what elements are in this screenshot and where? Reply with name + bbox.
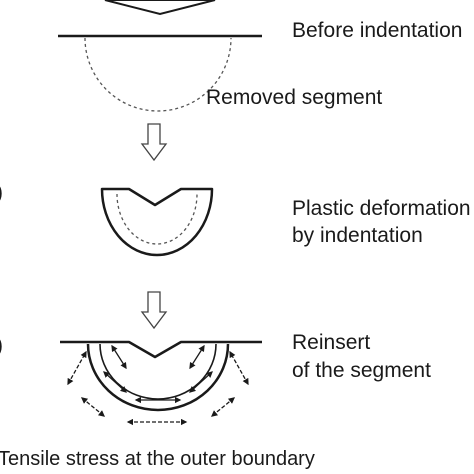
stress-arrow-outer-lower-left [80,397,106,417]
stress-arrow-inner-mid-left [103,371,127,393]
step2-label-line1: Plastic deformation [292,197,471,220]
step2-group: ) Plastic deformation by indentation [0,181,471,257]
step1-group: Before indentation Removed segment [58,0,462,112]
indenter-tip [104,0,216,16]
stress-arrow-inner-right [189,344,205,370]
down-arrow-1 [140,123,168,162]
stress-arrow-outer-lower-right [210,397,236,417]
step3-label-line1: Reinsert [292,331,370,354]
step3-group: ) Reinsert of the segment [0,331,431,426]
removed-segment-label: Removed segment [206,86,382,109]
deformed-segment [100,187,214,257]
reinsert-surface [60,340,262,359]
stress-arrow-inner-mid-right [189,371,213,393]
panel-mark-b: ) [0,181,3,204]
stress-arrow-outer-left [67,350,87,386]
removed-segment-outline [84,37,232,112]
step3-label-line2: of the segment [292,359,431,382]
reinsert-inner-boundary [99,343,217,400]
stress-arrow-outer-right [229,350,249,386]
figure-caption: Tensile stress at the outer boundary [0,448,315,470]
step1-label: Before indentation [292,19,462,42]
panel-mark-c: ) [0,334,3,357]
down-arrow-2 [140,291,168,330]
step2-label-line2: by indentation [292,224,423,247]
stress-arrow-inner-left [111,344,127,370]
reinsert-outer-boundary [86,343,230,412]
